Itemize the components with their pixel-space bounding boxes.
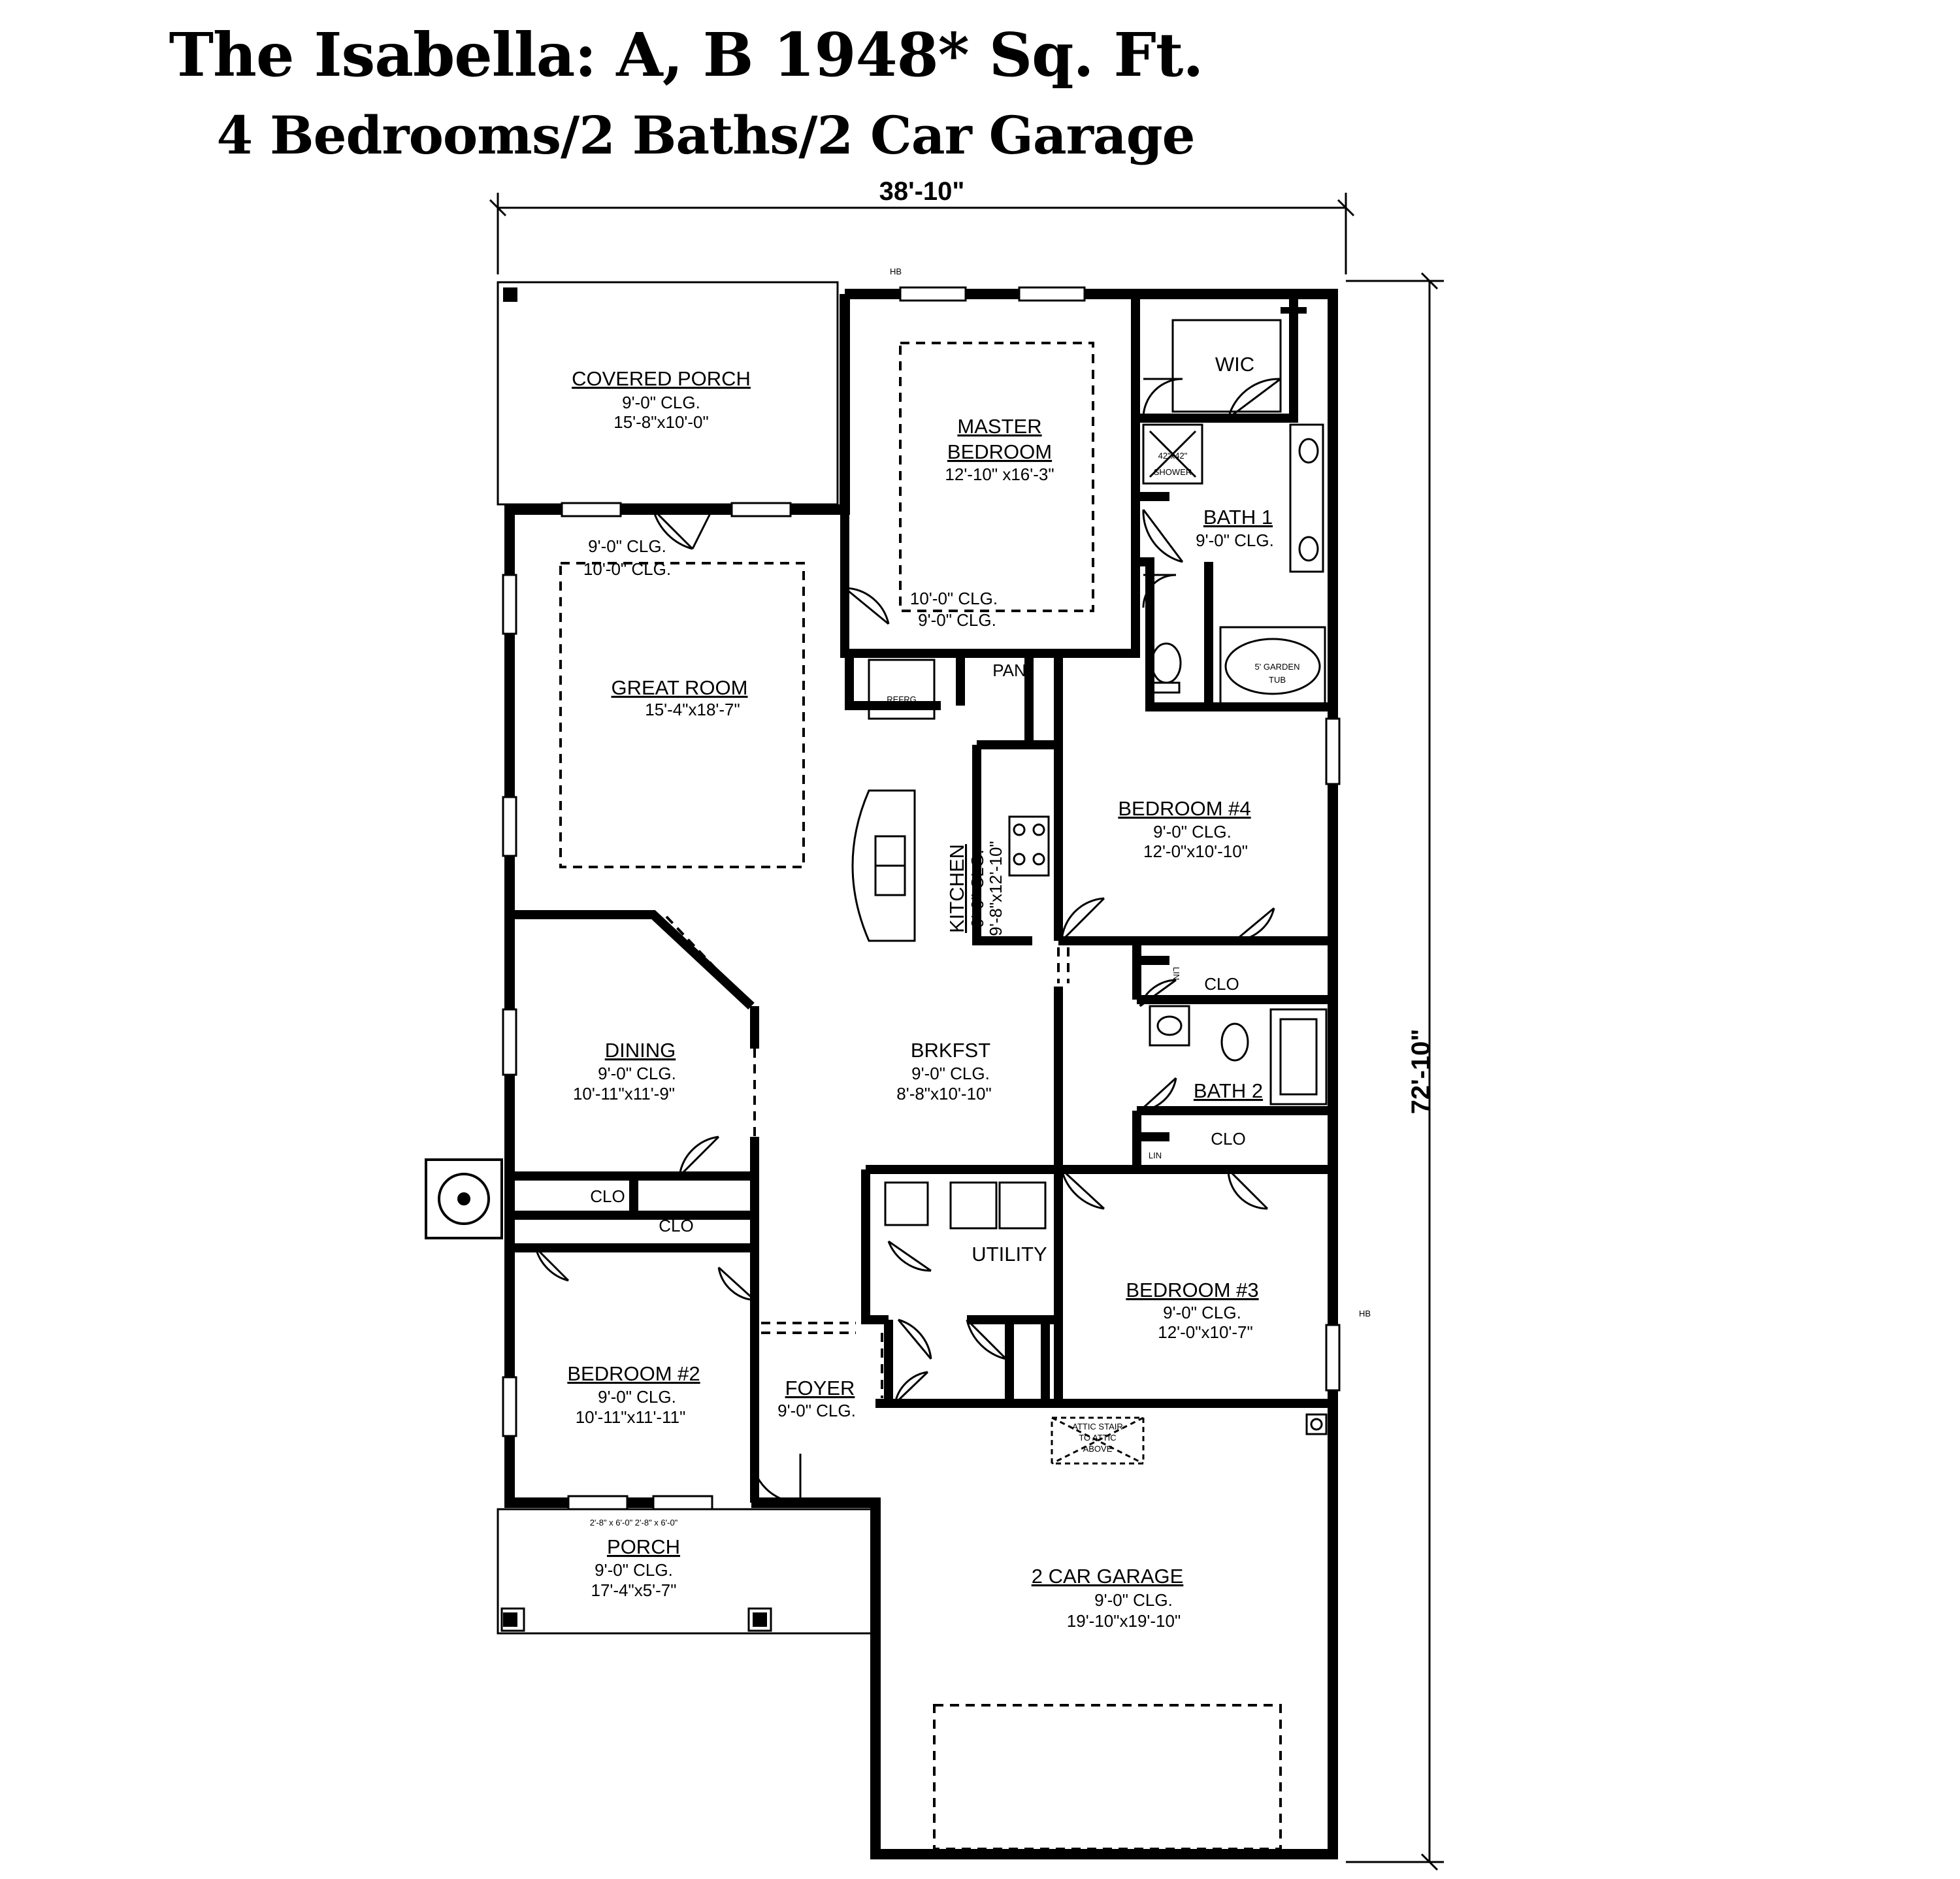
water-heater xyxy=(884,1181,929,1226)
closet-label-bedroom4: CLO xyxy=(1204,974,1239,994)
pantry-label: PAN xyxy=(992,661,1026,680)
hose-bib-label-top: HB xyxy=(890,267,902,276)
dining-ceiling: 9'-0" CLG. xyxy=(598,1064,676,1083)
width-dimension-label: 38'-10" xyxy=(879,177,965,206)
bedroom2-size: 10'-11"x11'-11" xyxy=(576,1407,686,1427)
fixtures xyxy=(851,319,1328,1465)
breakfast-ceiling: 9'-0" CLG. xyxy=(911,1064,990,1083)
width-dimension xyxy=(489,193,1355,274)
master-bedroom-label-1: MASTER xyxy=(957,415,1041,438)
bath1-vanity xyxy=(1289,423,1324,573)
garden-tub-label: 5' GARDEN xyxy=(1255,662,1300,672)
linen-label-lower: LIN xyxy=(1149,1151,1162,1160)
bath1-label: BATH 1 xyxy=(1203,506,1273,529)
garage-label: 2 CAR GARAGE xyxy=(1032,1565,1184,1588)
bath2-tub xyxy=(1269,1008,1328,1105)
garden-tub-label-2: TUB xyxy=(1269,675,1286,685)
master-bedroom-size: 12'-10" x16'-3" xyxy=(945,465,1054,484)
great-room-label: GREAT ROOM xyxy=(612,676,748,699)
kitchen-island xyxy=(851,789,916,942)
master-ceiling-b: 9'-0" CLG. xyxy=(918,610,996,630)
bedroom3-label: BEDROOM #3 xyxy=(1126,1279,1258,1301)
kitchen-ceiling: 9'-0" CLG. xyxy=(968,849,987,928)
bedroom4-label: BEDROOM #4 xyxy=(1118,797,1250,820)
utility-label: UTILITY xyxy=(972,1243,1047,1266)
porch-size: 17'-4"x5'-7" xyxy=(591,1580,676,1600)
master-bedroom-label-2: BEDROOM xyxy=(947,440,1052,463)
plan-title: The Isabella: A, B 1948* Sq. Ft. xyxy=(169,20,1204,90)
covered-porch-size: 15'-8"x10'-0" xyxy=(613,412,708,432)
breakfast-label: BRKFST xyxy=(911,1039,990,1062)
garage-ceiling: 9'-0" CLG. xyxy=(1094,1590,1173,1610)
hose-bib-label-side: HB xyxy=(1359,1309,1371,1318)
bath1-ceiling: 9'-0" CLG. xyxy=(1196,531,1274,550)
closet-label-bedroom3: CLO xyxy=(1211,1129,1245,1149)
attic-stair-label: ATTIC STAIR xyxy=(1072,1422,1123,1431)
toilet-bath2 xyxy=(1220,1022,1249,1062)
bedroom4-ceiling: 9'-0" CLG. xyxy=(1153,822,1232,841)
refrigerator-label: REFRG xyxy=(887,694,917,704)
depth-dimension-label: 72'-10" xyxy=(1407,1029,1435,1115)
shower-label: 42"x42" xyxy=(1158,451,1188,461)
toilet-master xyxy=(1151,642,1182,684)
bath2-vanity xyxy=(1149,1005,1190,1047)
shower xyxy=(1142,423,1203,485)
range xyxy=(1008,815,1050,877)
attic-stair-label-3: ABOVE xyxy=(1083,1444,1113,1454)
dining-label: DINING xyxy=(605,1039,676,1062)
breakfast-size: 8'-8"x10'-10" xyxy=(896,1084,991,1103)
shower-label-2: SHOWER xyxy=(1154,467,1192,477)
refrigerator xyxy=(868,659,936,720)
kitchen-size: 9'-8"x12'-10" xyxy=(986,841,1005,936)
bath2-label: BATH 2 xyxy=(1194,1079,1263,1102)
bedroom4-size: 12'-0"x10'-10" xyxy=(1143,841,1248,861)
closet-label-bedroom2: CLO xyxy=(659,1216,693,1235)
interior-walls xyxy=(510,294,1333,1503)
windows xyxy=(502,286,1341,1511)
ac-unit xyxy=(1305,1413,1328,1435)
great-room-ceiling-a: 9'-0" CLG. xyxy=(588,536,666,556)
bedroom3-size: 12'-0"x10'-7" xyxy=(1158,1322,1252,1342)
wic-label: WIC xyxy=(1215,353,1254,376)
covered-porch-ceiling: 9'-0" CLG. xyxy=(622,393,700,412)
kitchen-label: KITCHEN xyxy=(945,844,968,933)
depth-dimension xyxy=(1346,272,1444,1871)
outdoor-unit xyxy=(425,1158,503,1239)
door-swings xyxy=(534,378,1281,1504)
plan-subtitle: 4 Bedrooms/2 Baths/2 Car Garage xyxy=(216,105,1195,166)
porch-window-label: 2'-8" x 6'-0" 2'-8" x 6'-0" xyxy=(590,1518,678,1528)
great-room-tray-ceiling xyxy=(559,562,805,868)
linen-label-upper: LIN xyxy=(1171,967,1181,980)
master-ceiling-a: 10'-0" CLG. xyxy=(910,589,998,608)
bedroom2-ceiling: 9'-0" CLG. xyxy=(598,1387,676,1407)
bedroom2-label: BEDROOM #2 xyxy=(567,1362,700,1385)
foyer-label: FOYER xyxy=(785,1377,855,1399)
bedroom3-ceiling: 9'-0" CLG. xyxy=(1163,1303,1241,1322)
porch-label: PORCH xyxy=(607,1535,680,1558)
foyer-ceiling: 9'-0" CLG. xyxy=(777,1401,856,1420)
attic-stair-label-2: TO ATTIC xyxy=(1079,1433,1116,1443)
dining-size: 10'-11"x11'-9" xyxy=(573,1084,675,1103)
master-tray-ceiling xyxy=(899,342,1094,612)
attic-stair xyxy=(1051,1416,1145,1465)
garage-door xyxy=(933,1704,1282,1850)
front-porch-outline xyxy=(497,1508,875,1635)
closet-label-dining: CLO xyxy=(590,1186,625,1206)
porch-ceiling: 9'-0" CLG. xyxy=(595,1560,673,1580)
covered-porch-label: COVERED PORCH xyxy=(572,367,751,390)
garage-size: 19'-10"x19'-10" xyxy=(1067,1611,1181,1631)
garden-tub xyxy=(1224,638,1321,695)
great-room-size: 15'-4"x18'-7" xyxy=(645,700,740,719)
great-room-ceiling-b: 10'-0" CLG. xyxy=(583,559,671,579)
